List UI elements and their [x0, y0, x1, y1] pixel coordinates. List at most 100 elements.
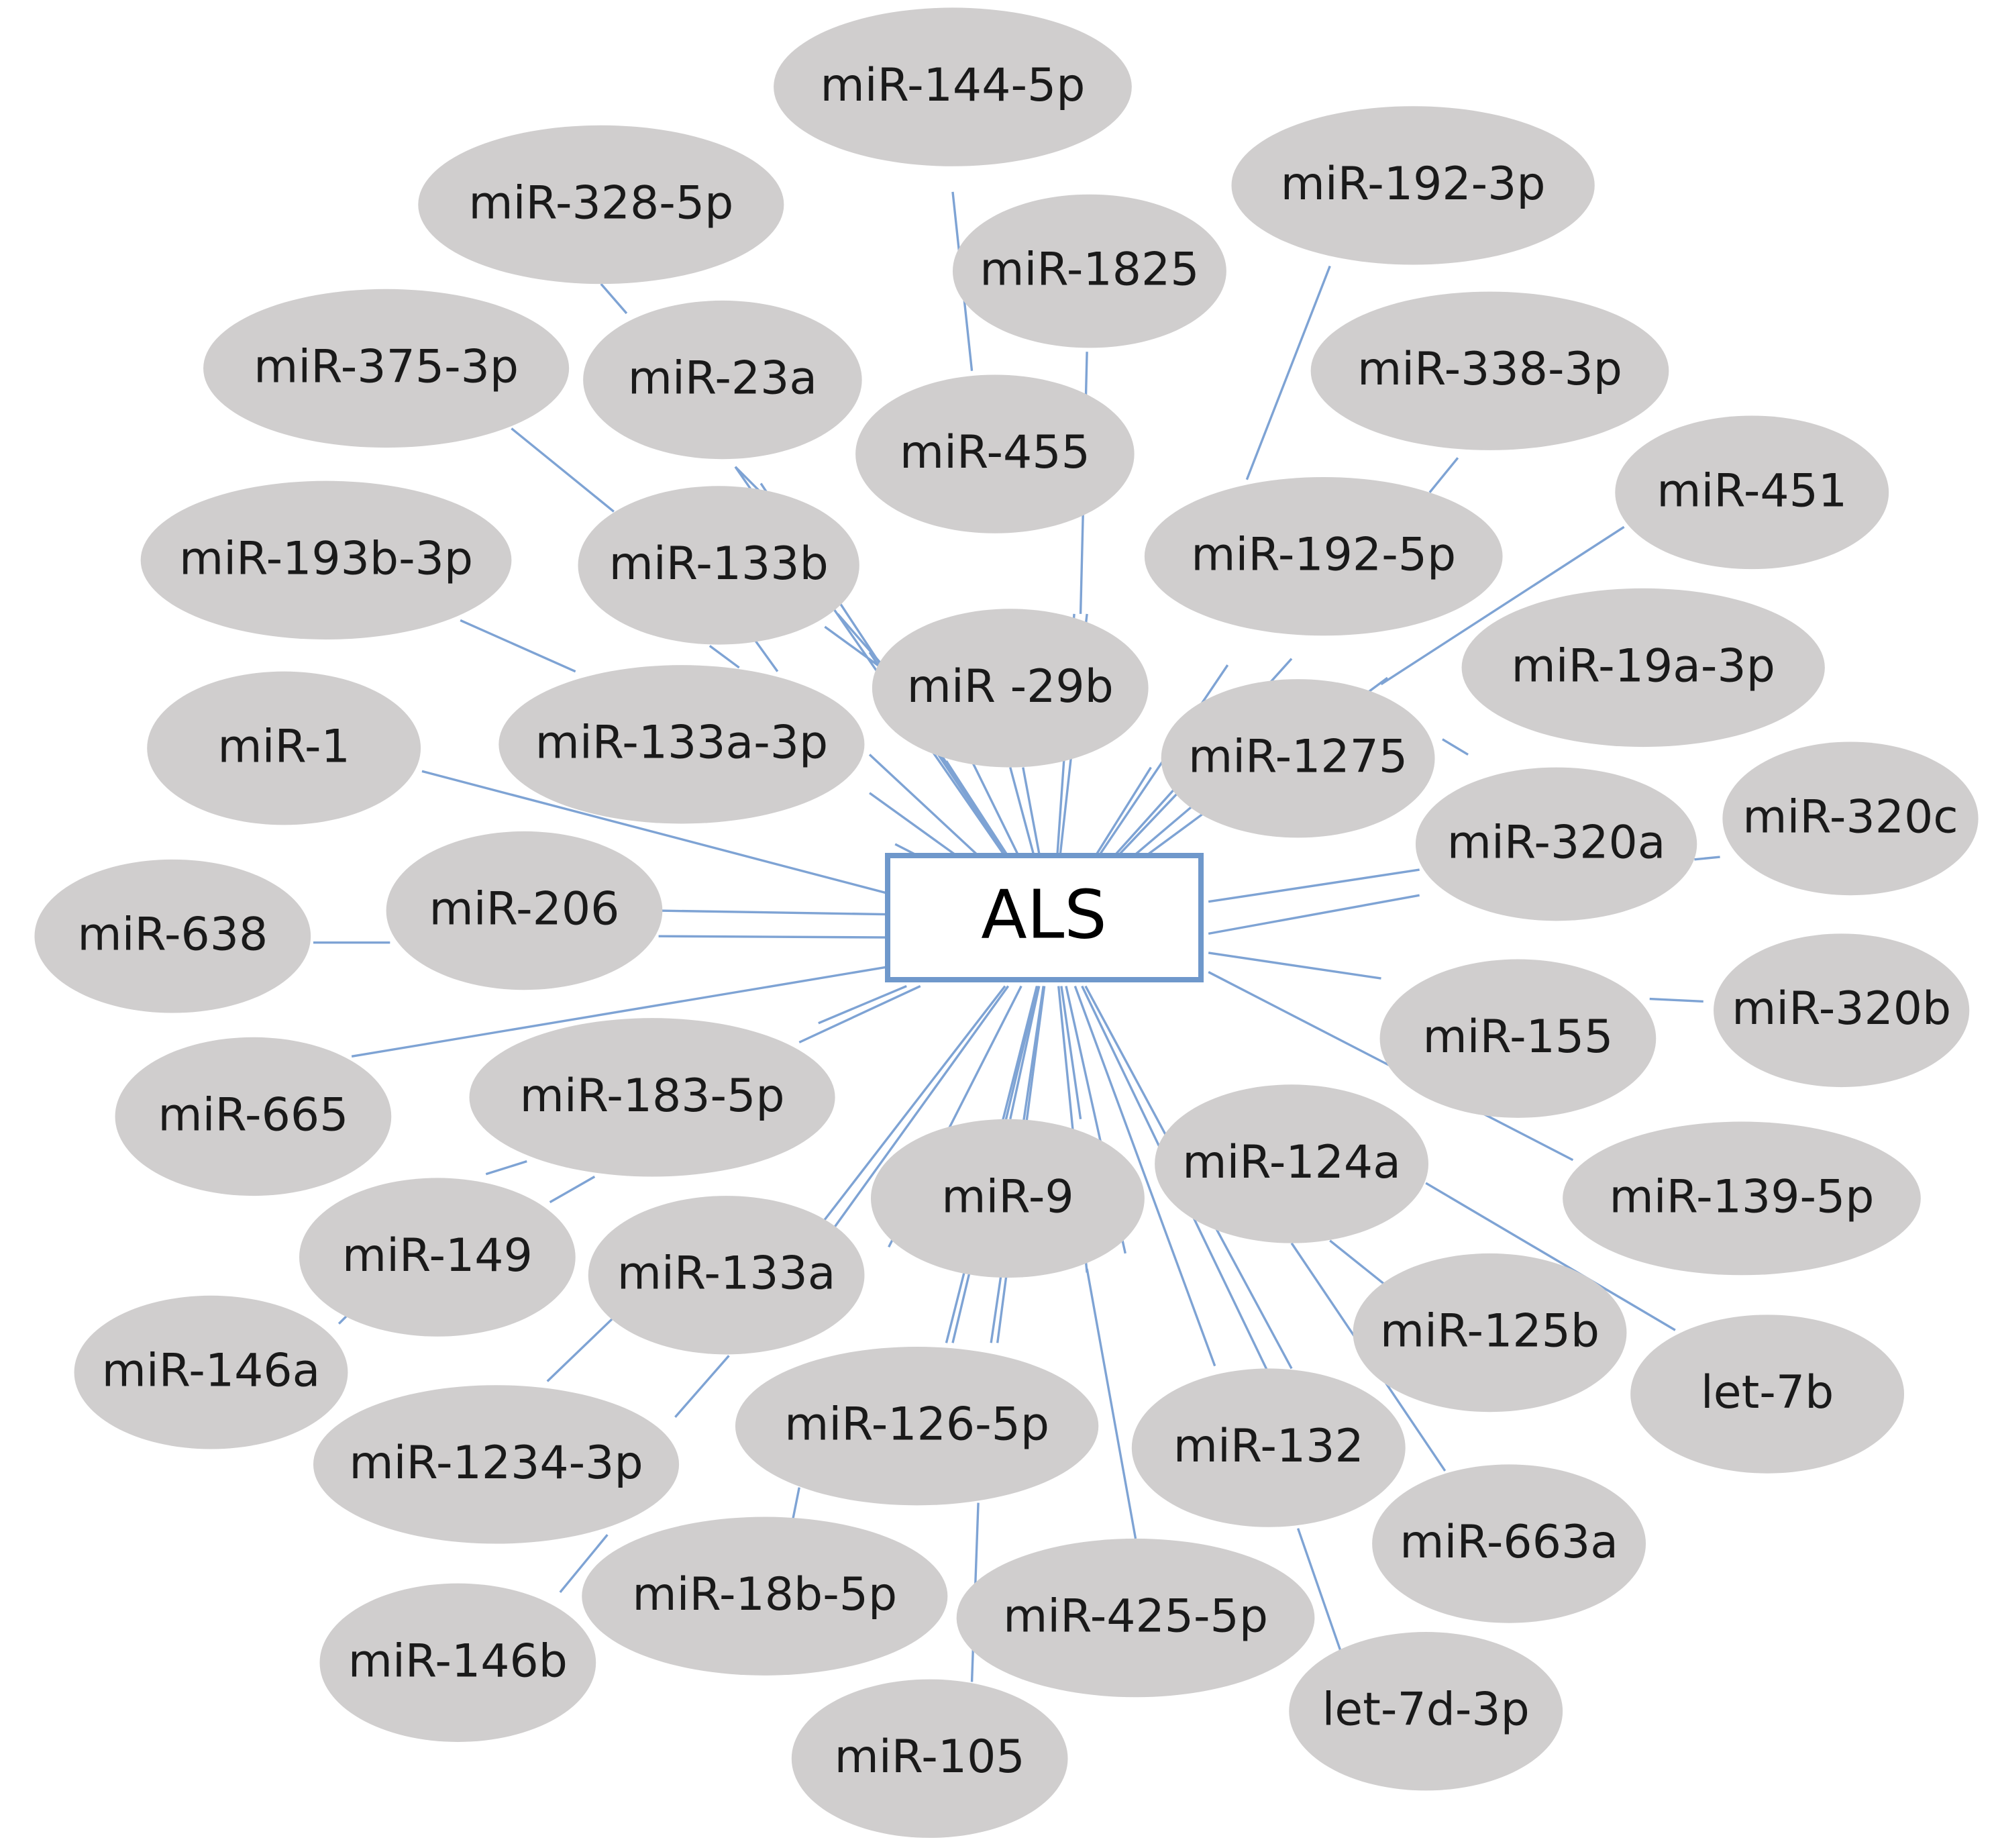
- edge: [1380, 525, 1625, 686]
- mirna-node-ellipse: [870, 1119, 1145, 1278]
- mirna-node-ellipse: [386, 831, 663, 990]
- mirna-node-label: miR-320c: [1742, 790, 1958, 843]
- mirna-node-label: miR-663a: [1400, 1516, 1618, 1569]
- mirna-node: miR-132: [1131, 1368, 1406, 1527]
- edge: [1694, 856, 1720, 861]
- mirna-node: miR-451: [1615, 415, 1889, 570]
- mirna-node-ellipse: [774, 7, 1132, 166]
- mirna-node: miR-149: [299, 1178, 576, 1337]
- edge: [1090, 766, 1152, 864]
- mirna-node-label: miR-1: [217, 720, 350, 773]
- mirna-node-label: miR-455: [900, 426, 1090, 479]
- mirna-node-label: miR-1234-3p: [349, 1437, 643, 1490]
- mirna-node-ellipse: [952, 194, 1226, 348]
- mirna-node-ellipse: [313, 1385, 680, 1544]
- edge: [1428, 457, 1459, 493]
- edge: [1022, 767, 1043, 864]
- edge: [485, 1160, 527, 1176]
- edge: [971, 760, 1024, 864]
- mirna-node: miR-663a: [1372, 1464, 1646, 1623]
- mirna-node: miR-375-3p: [203, 289, 570, 448]
- mirna-node-label: miR-665: [158, 1088, 348, 1141]
- mirna-node-ellipse: [588, 1196, 865, 1355]
- mirna-node-label: miR-23a: [628, 352, 817, 405]
- mirna-node-label: miR-133a: [617, 1247, 836, 1300]
- mirna-node-ellipse: [1353, 1253, 1627, 1413]
- mirna-node-ellipse: [1722, 741, 1979, 896]
- mirna-node-label: let-7b: [1701, 1366, 1834, 1419]
- mirna-node: miR-192-5p: [1144, 476, 1503, 636]
- edge: [709, 645, 740, 669]
- mirna-node-label: miR-206: [429, 883, 619, 936]
- mirna-node-label: miR-375-3p: [254, 340, 519, 393]
- mirna-node: miR-19a-3p: [1461, 588, 1825, 748]
- mirna-node-ellipse: [203, 289, 570, 448]
- mirna-node-label: miR-133a-3p: [535, 717, 829, 770]
- mirna-node-ellipse: [735, 1347, 1099, 1506]
- edge: [1208, 868, 1420, 903]
- edge: [868, 754, 988, 864]
- edge: [792, 1487, 800, 1520]
- edge: [818, 984, 907, 1025]
- edge: [798, 984, 921, 1043]
- mirna-node-label: miR-451: [1657, 464, 1847, 517]
- mirna-node-label: miR-9: [941, 1170, 1073, 1223]
- mirna-node-label: miR-149: [342, 1229, 533, 1282]
- mirna-node-ellipse: [1630, 1315, 1905, 1474]
- mirna-node-ellipse: [872, 609, 1149, 768]
- mirna-node-ellipse: [319, 1583, 596, 1742]
- edge: [1092, 664, 1229, 864]
- mirna-node: miR-320c: [1722, 741, 1979, 896]
- edge: [1009, 767, 1037, 864]
- mirna-node-label: miR-638: [77, 909, 268, 962]
- mirna-node-label: miR-183-5p: [520, 1070, 785, 1123]
- edge: [460, 619, 576, 673]
- edge: [1009, 986, 1041, 1120]
- mirna-node-label: miR-320a: [1447, 816, 1666, 869]
- mirna-node: miR-125b: [1353, 1253, 1627, 1413]
- mirna-node-ellipse: [582, 1517, 948, 1676]
- edge: [817, 985, 1006, 1229]
- mirna-node-ellipse: [1415, 767, 1697, 921]
- mirna-node: let-7b: [1630, 1315, 1905, 1474]
- mirna-node-label: miR-1275: [1188, 731, 1408, 784]
- mirna-node-ellipse: [1231, 106, 1595, 265]
- mirna-node-label: miR-146b: [348, 1635, 568, 1688]
- mirna-node-label: miR-1825: [980, 244, 1199, 297]
- mirna-node-ellipse: [583, 300, 862, 460]
- hub-node: ALS: [885, 853, 1204, 982]
- mirna-node: miR-144-5p: [774, 7, 1132, 166]
- edge: [869, 792, 968, 864]
- mirna-node: miR-320b: [1714, 933, 1970, 1088]
- mirna-node: let-7d-3p: [1289, 1632, 1563, 1791]
- edge: [674, 1355, 730, 1418]
- mirna-node: miR-1825: [952, 194, 1226, 348]
- mirna-node: miR-328-5p: [418, 125, 784, 285]
- mirna-node-label: miR-146a: [102, 1345, 321, 1398]
- mirna-node: miR-455: [855, 374, 1135, 533]
- mirna-node: miR-124a: [1155, 1084, 1429, 1243]
- edge: [1442, 738, 1469, 756]
- mirna-node: miR -29b: [872, 609, 1149, 768]
- mirna-node-ellipse: [299, 1178, 576, 1337]
- edge: [945, 760, 1014, 864]
- mirna-node-ellipse: [1714, 933, 1970, 1088]
- mirna-node-ellipse: [855, 374, 1135, 533]
- mirna-node-label: miR-425-5p: [1003, 1590, 1268, 1643]
- edge: [1649, 997, 1703, 1003]
- mirna-node-ellipse: [1461, 588, 1825, 748]
- mirna-node: miR-183-5p: [469, 1018, 835, 1177]
- mirna-node-label: miR-125b: [1380, 1305, 1599, 1358]
- edge: [546, 1316, 615, 1382]
- mirna-node-label: miR-133b: [609, 537, 829, 591]
- mirna-node-label: miR-193b-3p: [179, 532, 473, 585]
- mirna-node: miR-139-5p: [1563, 1121, 1921, 1276]
- mirna-node-label: miR-126-5p: [784, 1398, 1049, 1451]
- mirna-node: miR-133a-3p: [498, 665, 865, 824]
- mirna-node-label: miR -29b: [907, 660, 1114, 713]
- mirna-node: miR-638: [34, 859, 311, 1013]
- mirna-node: miR-18b-5p: [582, 1517, 948, 1676]
- mirna-node: miR-192-3p: [1231, 106, 1595, 265]
